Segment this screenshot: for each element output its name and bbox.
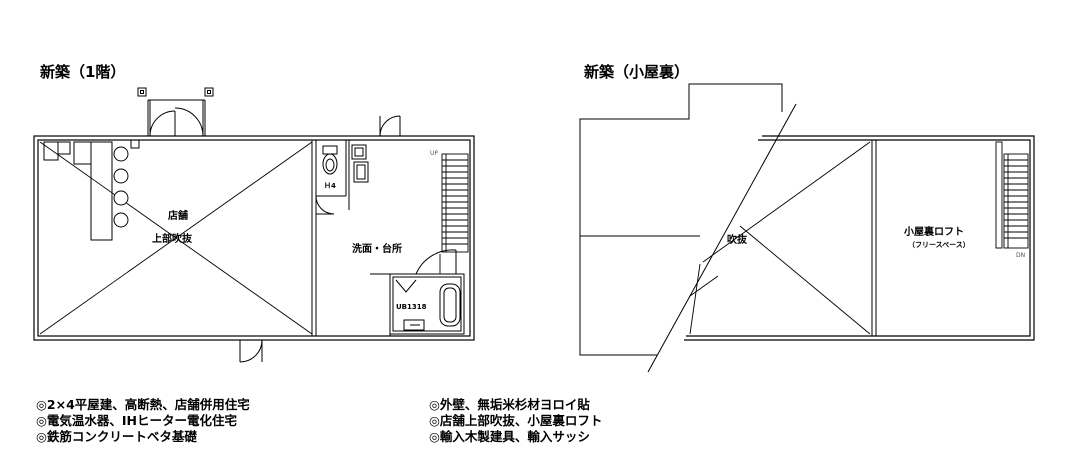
store-side-door (239, 339, 263, 363)
attic-void-cross (689, 141, 871, 335)
plan-1f: 新築（1階） (33, 63, 475, 363)
spec-note: ◎鉄筋コンクリートベタ基礎 (36, 429, 197, 444)
spec-note: ◎電気温水器、IHヒーター電化住宅 (36, 413, 238, 428)
interior-partitions-1f (311, 140, 465, 336)
stair-up-label: UP (430, 150, 438, 157)
store-void-cross (39, 141, 313, 335)
exterior-wall-1f (33, 135, 475, 341)
plan-attic: 新築（小屋裏） (579, 63, 1035, 373)
toilet-label: Ｈ4 (324, 181, 336, 190)
spec-notes-left: ◎2×4平屋建、高断熱、店舗併用住宅 ◎電気温水器、IHヒーター電化住宅 ◎鉄筋… (36, 397, 250, 445)
plan-1f-title: 新築（1階） (40, 63, 125, 81)
room-label-store-void: 上部吹抜 (152, 232, 193, 245)
spec-note: ◎輸入木製建具、輸入サッシ (429, 429, 590, 444)
room-label-void: 吹抜 (727, 233, 748, 246)
spec-notes-right: ◎外壁、無垢米杉材ヨロイ貼 ◎店舗上部吹抜、小屋裏ロフト ◎輸入木製建具、輸入サ… (429, 397, 602, 445)
room-label-loft-sub: （フリースペース） (908, 241, 970, 249)
toilet-fixture (322, 145, 338, 175)
spec-note: ◎2×4平屋建、高断熱、店舗併用住宅 (36, 397, 250, 412)
store-counter (43, 139, 140, 241)
spec-note: ◎外壁、無垢米杉材ヨロイ貼 (429, 397, 590, 412)
stair-down-label: DN (1016, 252, 1025, 259)
loft-partition (871, 140, 877, 336)
room-label-loft: 小屋裏ロフト (903, 225, 964, 238)
kitchen-back-door (379, 115, 401, 137)
plan-attic-title: 新築（小屋裏） (584, 63, 689, 81)
stairs-down (995, 141, 1029, 249)
room-label-wash-kitchen: 洗面・台所 (352, 242, 402, 255)
room-label-store: 店舗 (168, 209, 188, 222)
stairs-up (439, 153, 469, 274)
bar-stools (113, 146, 129, 228)
entrance-porch (137, 87, 214, 137)
exterior-wall-attic (684, 135, 1035, 341)
unit-bath-label: UB1318 (396, 303, 427, 311)
spec-note: ◎店舗上部吹抜、小屋裏ロフト (429, 413, 603, 428)
attic-cut-outline (579, 83, 797, 373)
